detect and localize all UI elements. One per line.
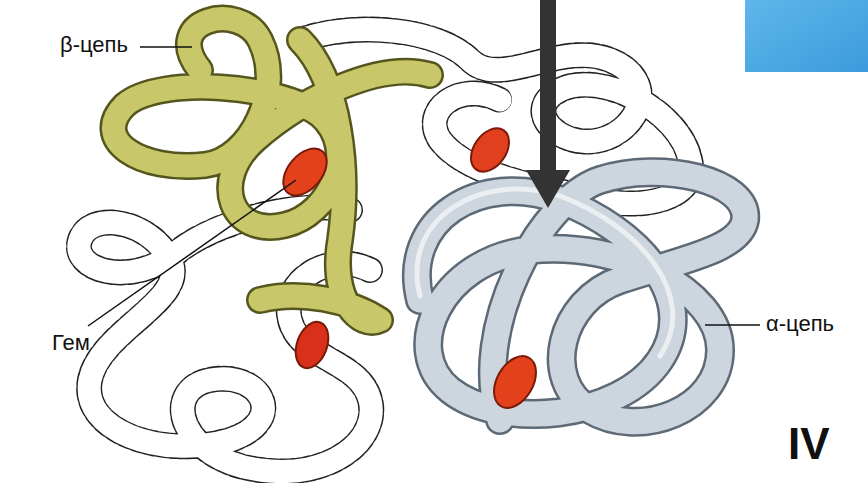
arrow-shaft: [540, 0, 556, 172]
chain-label: α-цепь: [766, 311, 834, 337]
beta-chain: [113, 19, 430, 322]
level-numeral: IV: [788, 418, 830, 471]
alpha-chain: [417, 172, 745, 422]
chain-label: β-цепь: [60, 32, 128, 58]
blue-panel: [745, 0, 868, 72]
arrow-head: [526, 170, 570, 208]
part-label: Гем: [52, 330, 90, 356]
heme-disc: [290, 317, 335, 372]
heme-disc: [485, 349, 544, 415]
leader-line: [140, 46, 192, 48]
leader-line: [88, 180, 296, 326]
heme-disc: [463, 121, 517, 179]
leader-line: [705, 324, 760, 326]
heme-disc: [275, 140, 336, 203]
